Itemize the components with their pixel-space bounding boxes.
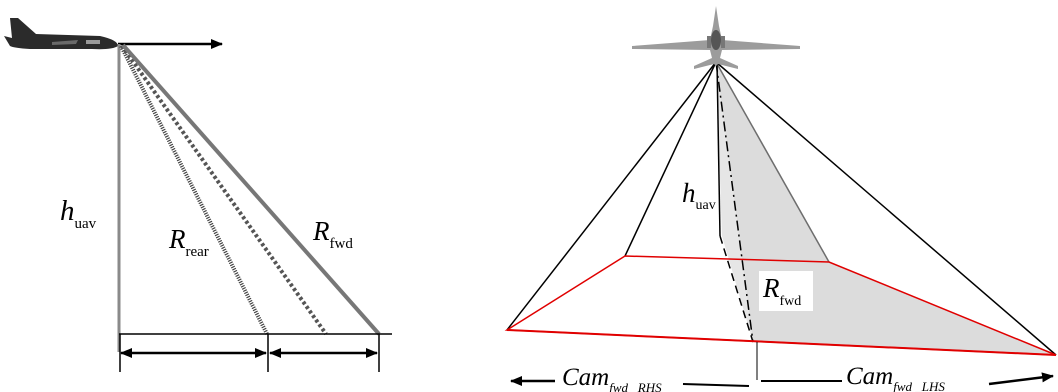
- lhs-arrow-right: [988, 372, 1054, 386]
- side-view-aircraft-icon: [4, 18, 118, 50]
- footprint-near-edge: [506, 329, 1057, 356]
- center-ray: [120, 44, 328, 336]
- forward-ray: [121, 43, 381, 336]
- fwd-range-label: Rfwd: [312, 216, 353, 252]
- vertical-line-right: [716, 61, 721, 237]
- cam-rhs-label: Camfwd _RHS: [562, 364, 662, 392]
- ray-to-left-far: [624, 61, 717, 257]
- vertical-dashed-right: [719, 235, 754, 343]
- altitude-line-right: [715, 61, 754, 343]
- cam-lhs-label: Camfwd _LHS: [846, 363, 945, 392]
- left-diagram: huav Rrear Rfwd: [4, 18, 392, 372]
- fwd-range-label-box: [759, 271, 813, 311]
- left-height-label: huav: [60, 195, 97, 232]
- rear-range-label: Rrear: [168, 224, 209, 260]
- right-height-label: huav: [682, 178, 716, 213]
- right-diagram: huav Rfwd Camfwd _RHS Camfwd _LHS: [504, 6, 1057, 392]
- right-fwd-range-label: Rfwd: [762, 273, 801, 309]
- ray-to-left-near: [506, 61, 717, 331]
- ray-to-right-far: [715, 61, 830, 263]
- rhs-arrow-right: [682, 383, 750, 387]
- ray-to-right-near: [715, 61, 1057, 356]
- rear-ray: [119, 45, 269, 335]
- top-view-jet-icon: [632, 6, 800, 69]
